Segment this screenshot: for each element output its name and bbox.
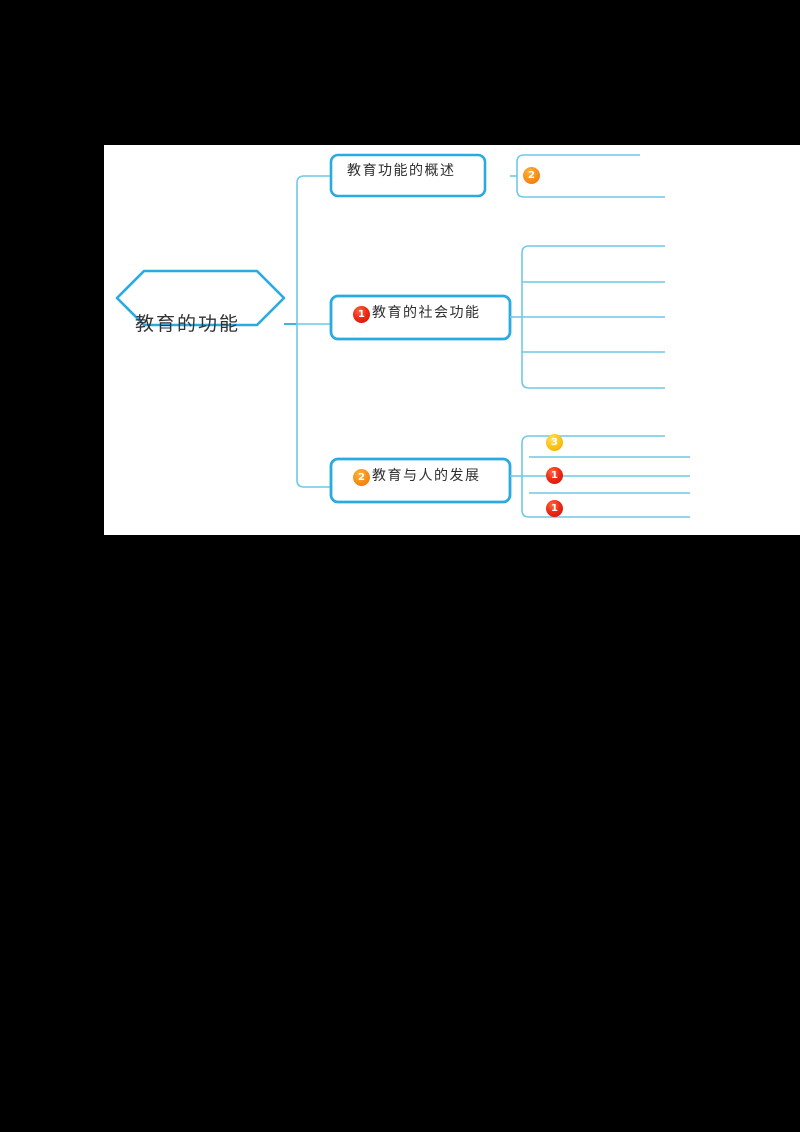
- subbranch-group-3-connectors: [510, 435, 690, 518]
- root-node-label: 教育的功能: [135, 313, 241, 335]
- branch-node-3-badge: 2: [353, 469, 370, 486]
- branch-node-2-badge: 1: [353, 306, 370, 323]
- branch-node-3[interactable]: [329, 457, 512, 504]
- root-hexagon-shape: [115, 269, 286, 327]
- subbranch-3-3-badge: 1: [546, 500, 563, 517]
- branch-node-1[interactable]: [329, 153, 487, 198]
- subbranch-1-1-badge: 2: [523, 167, 540, 184]
- subbranch-3-2-badge: 1: [546, 467, 563, 484]
- branch-node-3-box: [329, 457, 512, 504]
- subbranch-group-1-connectors: [510, 154, 665, 198]
- subbranch-3-1-badge: 3: [546, 434, 563, 451]
- branch-node-3-label: 教育与人的发展: [372, 468, 481, 484]
- branch-node-1-box: [329, 153, 487, 198]
- mindmap-canvas[interactable]: 教育的功能 教育功能的概述 教育的社会功能 教育与人的发展 1 2 2 3 1 …: [104, 145, 800, 535]
- subbranch-group-2-connectors: [510, 245, 665, 389]
- root-node[interactable]: [115, 269, 286, 327]
- mindmap-graphics: [115, 153, 690, 518]
- branch-node-2-label: 教育的社会功能: [372, 305, 481, 321]
- branch-node-1-label: 教育功能的概述: [347, 163, 456, 179]
- main-spine-connectors: [296, 175, 331, 488]
